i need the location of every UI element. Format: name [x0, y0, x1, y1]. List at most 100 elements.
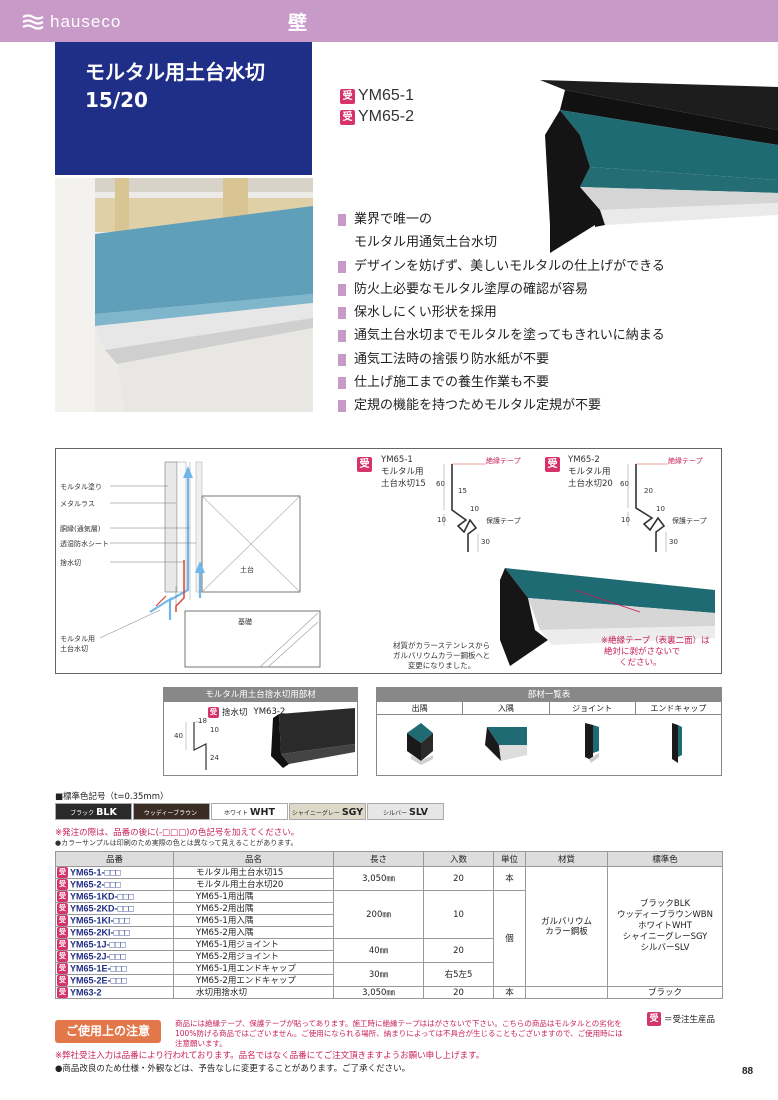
- order-input-note: ※弊社受注入力は品番により行われております。品名ではなく品番にてご注文頂きますよ…: [55, 1051, 485, 1061]
- feature-item-continued: モルタル用通気土台水切: [354, 235, 498, 251]
- col-color: 標準色: [607, 851, 723, 867]
- cell-qty: 20: [423, 986, 494, 999]
- product-title: モルタル用土台水切: [85, 60, 265, 84]
- made-to-order-badge: 受: [357, 457, 372, 472]
- feature-item: 業界で唯一の: [338, 208, 758, 231]
- feature-item: 定規の機能を持つためモルタル定規が不要: [338, 394, 758, 417]
- dimension-label: 30: [481, 538, 490, 546]
- drip-part-title: モルタル用土台捨水切用部材: [164, 688, 357, 702]
- wave-logo-icon: [22, 14, 44, 30]
- dimension-label: 20: [644, 487, 653, 495]
- made-to-order-badge: 受: [340, 88, 355, 104]
- installation-photo: [55, 178, 313, 412]
- sample-note: ●カラーサンプルは印刷のため実際の色とは異なって見えることがあります。: [55, 839, 298, 847]
- product-subtitle: 15/20: [85, 88, 148, 112]
- bullet-square-icon: [338, 353, 346, 366]
- product-code: YM65-2: [358, 108, 415, 125]
- bullet-square-icon: [338, 214, 346, 226]
- insulation-tape-label: 絶縁テープ: [668, 457, 703, 465]
- cell-name: モルタル用土台水切15: [173, 866, 334, 879]
- cell-name: YM65-1用出隅: [173, 890, 334, 903]
- diagram-label-lath: メタルラス: [60, 500, 95, 508]
- protection-tape-label: 保護テープ: [672, 517, 707, 525]
- drip-part-label: 受 捨水切 YM63-2: [208, 706, 286, 718]
- parts-col-joint: ジョイント: [550, 702, 636, 714]
- bullet-square-icon: [338, 260, 346, 273]
- cell-length: 3,050㎜: [333, 986, 424, 999]
- made-to-order-badge: 受: [340, 109, 355, 125]
- diagram-label-mortar: モルタル塗り: [60, 483, 102, 491]
- top-bar: hauseco 壁: [0, 0, 778, 42]
- feature-list: 業界で唯一の モルタル用通気土台水切 デザインを妨げず、美しいモルタルの仕上げが…: [338, 208, 758, 418]
- cell-unit: 本: [493, 866, 526, 891]
- section-diagram-panel: [55, 448, 722, 674]
- diagram-label-base: 基礎: [238, 618, 252, 626]
- cell-material: ガルバリウムカラー鋼板: [525, 866, 608, 987]
- cell-name: YM65-2用入隅: [173, 926, 334, 939]
- cell-length: 30㎜: [333, 962, 424, 987]
- parts-col-inside-corner: 入隅: [463, 702, 550, 714]
- feature-item: 仕上げ施工までの養生作業も不要: [338, 371, 758, 394]
- protection-tape-label: 保護テープ: [486, 517, 521, 525]
- bullet-square-icon: [338, 330, 346, 343]
- col-name: 品名: [173, 851, 334, 867]
- cell-qty: 10: [423, 890, 494, 939]
- cell-name: YM65-2用エンドキャップ: [173, 974, 334, 987]
- diagram-label-sheet: 透湿防水シート: [60, 540, 109, 548]
- brand-name: hauseco: [50, 12, 122, 31]
- brand-logo: hauseco: [22, 11, 121, 33]
- parts-list-header: 出隅 入隅 ジョイント エンドキャップ: [377, 702, 721, 715]
- parts-renders: [407, 723, 682, 765]
- dimension-label: 10: [656, 505, 665, 513]
- cell-name: 水切用捨水切: [173, 986, 334, 999]
- cell-name: YM65-2用出隅: [173, 902, 334, 915]
- spec1-title: YM65-1 モルタル用 土台水切15: [381, 455, 426, 489]
- table-header-row: 品番 品名 長さ 入数 単位 材質 標準色: [55, 851, 723, 867]
- cell-length: 3,050㎜: [333, 866, 424, 891]
- cell-qty: 右5左5: [423, 962, 494, 987]
- code-row: 受 YM65-2: [340, 107, 414, 127]
- col-unit: 単位: [493, 851, 526, 867]
- bullet-square-icon: [338, 377, 346, 390]
- usage-caution-label: ご使用上の注意: [55, 1020, 161, 1043]
- usage-caution-text: 商品には絶縁テープ、保護テープが貼ってあります。施工時に絶縁テープははがさないで…: [175, 1019, 623, 1048]
- cell-unit: 本: [493, 986, 526, 999]
- dimension-label: 60: [436, 480, 445, 488]
- drip-part-box: モルタル用土台捨水切用部材 受 捨水切 YM63-2 18 40 10 24: [163, 687, 358, 776]
- dimension-label: 10: [621, 516, 630, 524]
- bullet-square-icon: [338, 400, 346, 413]
- product-3d-render: [540, 80, 778, 253]
- dimension-label: 18: [198, 717, 207, 725]
- made-to-order-badge: 受: [208, 706, 219, 718]
- product-code: YM65-1: [358, 87, 415, 104]
- dimension-label: 10: [437, 516, 446, 524]
- tape-warning-note: ※絶縁テープ（表裏二面）は 絶対に剥がさないで ください。: [601, 636, 710, 668]
- feature-item: 保水しにくい形状を採用: [338, 301, 758, 324]
- insulation-tape-label: 絶縁テープ: [486, 457, 521, 465]
- dimension-label: 30: [669, 538, 678, 546]
- diagram-label-drip: 捨水切: [60, 559, 81, 567]
- cell-material: [525, 986, 608, 999]
- cell-name: YM65-2用ジョイント: [173, 950, 334, 963]
- drip-part-render: [271, 708, 355, 768]
- diagram-label-product: モルタル用: [60, 635, 95, 643]
- made-to-order-badge: 受: [647, 1012, 661, 1026]
- dimension-label: 60: [620, 480, 629, 488]
- dimension-label: 24: [210, 754, 219, 762]
- made-to-order-badge: 受: [545, 457, 560, 472]
- dimension-label: 10: [470, 505, 479, 513]
- cell-name: YM65-1用入隅: [173, 914, 334, 927]
- material-change-note: 材質がカラーステンレスから ガルバリウムカラー鋼板へと 変更になりました。: [393, 641, 491, 670]
